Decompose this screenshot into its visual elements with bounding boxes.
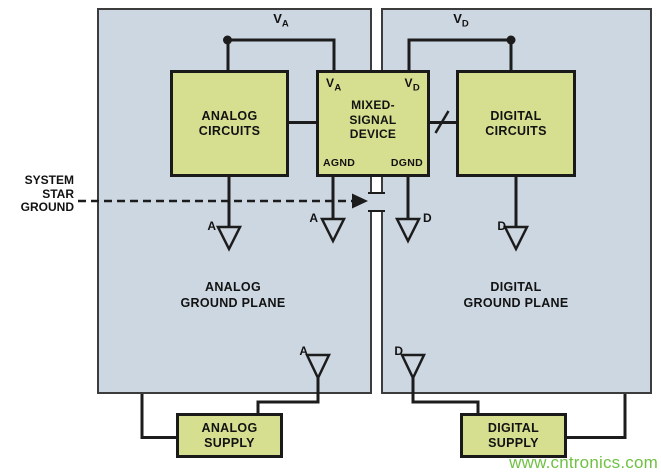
watermark-text: www.cntronics.com (509, 453, 658, 472)
pin-label-agnd: AGND (323, 157, 356, 169)
analog-ground-plane-label: ANALOG GROUND PLANE (180, 280, 286, 310)
ground-label-analog-supply: A (299, 344, 308, 358)
vd-rail-main: V (453, 11, 462, 26)
star-ground-bridge (368, 192, 385, 212)
digital-circuits-block: DIGITAL CIRCUITS (456, 70, 576, 177)
pin-vd-sub: D (412, 82, 420, 94)
digital-ground-plane-label: DIGITAL GROUND PLANE (463, 280, 569, 310)
ground-icon-dgnd (394, 217, 422, 244)
ground-icon-digital-circuits (502, 225, 530, 252)
mixed-signal-device-label: MIXED- SIGNAL DEVICE (349, 98, 397, 141)
ground-label-digital-circuits: D (497, 219, 506, 233)
junction-dot-va (223, 35, 232, 45)
ground-icon-digital-supply (400, 353, 426, 381)
ground-icon-agnd (319, 217, 347, 244)
pin-label-va: VA (326, 76, 341, 95)
pin-va-sub: A (334, 82, 342, 94)
mixed-signal-device-block: VA VD MIXED- SIGNAL DEVICE AGND DGND (316, 70, 430, 177)
ground-label-digital-supply: D (394, 344, 403, 358)
pin-label-dgnd: DGND (390, 157, 423, 169)
pin-label-vd: VD (405, 76, 420, 95)
junction-dot-vd (506, 35, 516, 45)
va-rail-main: V (273, 11, 282, 26)
ground-label-dgnd: D (423, 211, 432, 225)
va-rail-sub: A (281, 18, 289, 30)
digital-supply-block: DIGITAL SUPPLY (460, 413, 567, 458)
system-star-ground-label: SYSTEM STAR GROUND (20, 173, 74, 214)
pin-va-main: V (326, 76, 335, 90)
va-rail-label: VA (258, 11, 304, 30)
ground-icon-analog-supply (305, 353, 331, 381)
vd-rail-label: VD (438, 11, 484, 30)
ground-label-analog-circuits: A (207, 219, 216, 233)
ground-label-agnd: A (309, 211, 318, 225)
analog-supply-block: ANALOG SUPPLY (176, 413, 283, 458)
vd-rail-sub: D (461, 18, 469, 30)
wires (140, 38, 627, 439)
star-ground-arrowhead-icon (352, 193, 368, 209)
bus-slash-icon (434, 110, 450, 134)
ground-symbols (215, 217, 530, 381)
pin-vd-main: V (404, 76, 413, 90)
ground-icon-analog-circuits (215, 225, 243, 252)
analog-circuits-block: ANALOG CIRCUITS (170, 70, 289, 177)
